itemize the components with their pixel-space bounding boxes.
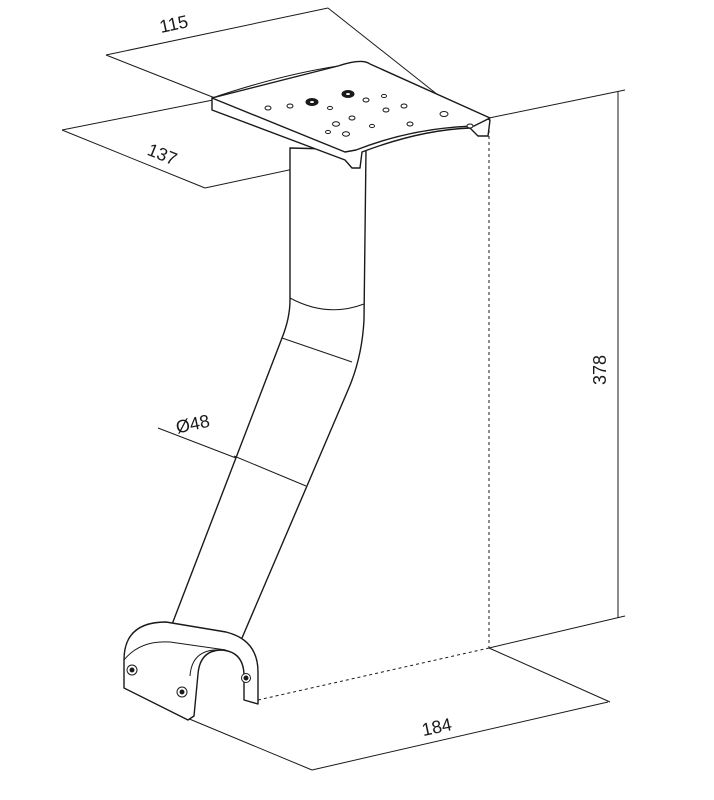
hole: [286, 103, 294, 109]
clamp-bolt: [243, 675, 249, 681]
hole: [439, 111, 449, 117]
top-plate: [211, 60, 491, 169]
clamp-saddle-edge: [123, 641, 227, 661]
top-plate-curve: [211, 65, 339, 99]
clamp-bolt: [179, 689, 185, 695]
projection-line-base: [257, 647, 490, 701]
hole: [369, 123, 375, 129]
hole: [342, 131, 350, 137]
dimension-line-184: [311, 701, 609, 771]
dimension-label-137: 137: [145, 140, 180, 170]
hole-center-left-inner: [309, 100, 315, 104]
dimension-label-diameter: Ø48: [174, 411, 211, 438]
dimension-label-184: 184: [420, 714, 454, 740]
extension-line-115-left: [105, 54, 216, 99]
extension-line-184-right: [488, 647, 611, 703]
hole: [327, 105, 333, 111]
dimension-label-378: 378: [590, 355, 610, 385]
tube-arm: [165, 147, 367, 653]
hole: [381, 93, 387, 99]
dimension-tube-diameter: Ø48: [157, 411, 237, 459]
hole: [325, 129, 331, 135]
hole: [406, 121, 414, 127]
dimension-line-137: [61, 129, 206, 189]
top-plate-surface: [211, 60, 491, 153]
extension-line-115-right: [327, 7, 439, 96]
extension-line-137-top: [61, 99, 214, 131]
tube-body: [165, 147, 367, 653]
leader-line-diameter: [157, 427, 237, 459]
dimension-plate-depth: 115: [105, 7, 439, 99]
extension-line-378-top: [488, 89, 626, 119]
clamp-inner-arc: [189, 649, 223, 677]
mounting-holes: [264, 90, 474, 137]
hole: [400, 103, 408, 109]
hole: [332, 121, 340, 127]
hole-center-right-inner: [345, 92, 351, 96]
extension-line-184-left: [186, 717, 313, 771]
hole: [264, 105, 272, 111]
hole: [466, 123, 474, 129]
tube-section-line: [233, 455, 307, 487]
hole: [382, 107, 390, 113]
extension-line-378-bottom: [488, 615, 626, 649]
dimension-label-115: 115: [158, 11, 190, 37]
base-clamp: [123, 621, 259, 721]
clamp-bolt: [129, 667, 135, 673]
dimension-total-height: 378: [488, 89, 626, 649]
hole: [348, 115, 356, 121]
tube-collar-line: [289, 297, 365, 311]
hole: [362, 97, 370, 103]
tube-bend-line: [281, 337, 353, 363]
dimension-line-115: [105, 7, 329, 56]
